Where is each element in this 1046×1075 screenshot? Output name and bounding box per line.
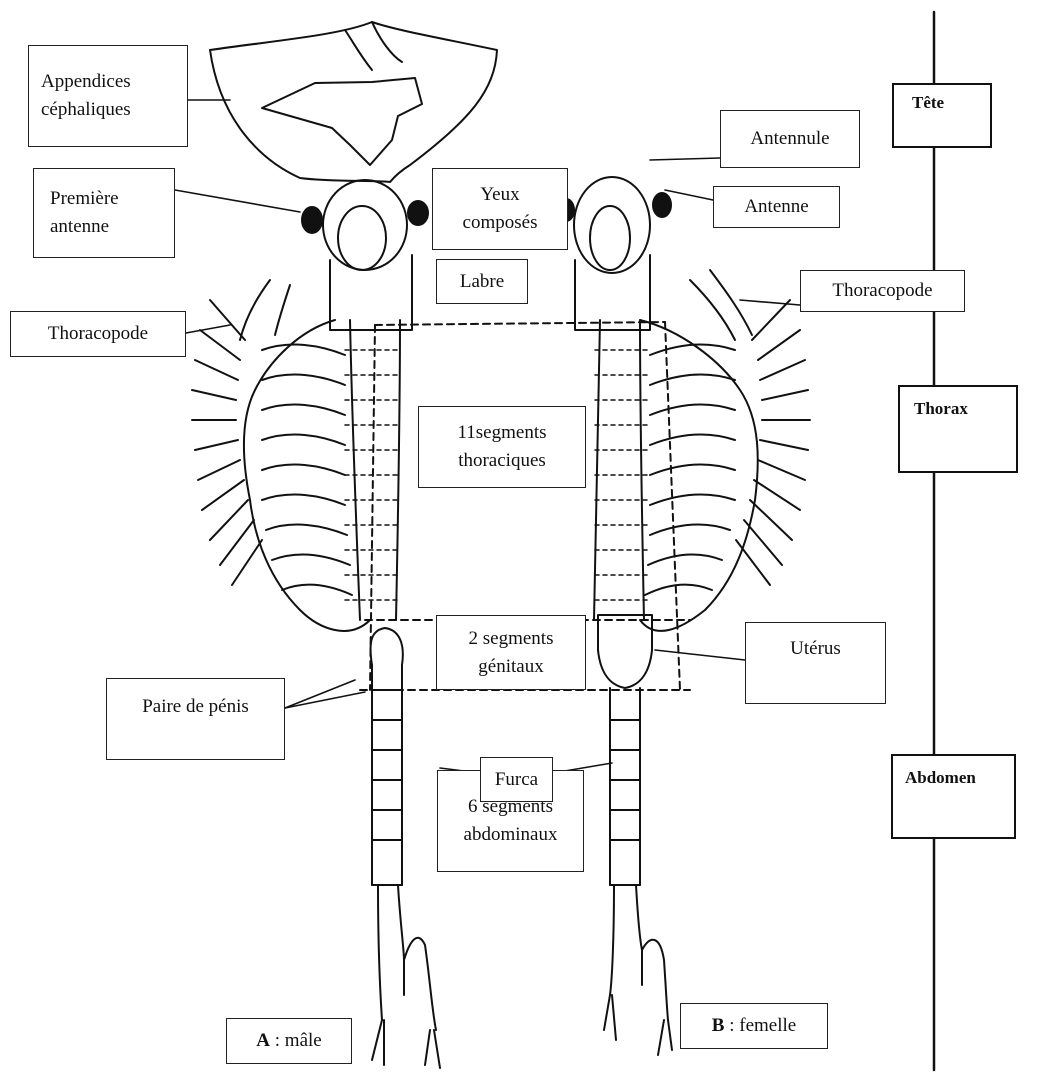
label-appendices-cephaliques: Appendices céphaliques — [28, 45, 188, 147]
specimen-b-text: : femelle — [724, 1015, 796, 1037]
label-antenne: Antenne — [713, 186, 840, 228]
region-abdomen: Abdomen — [891, 754, 1016, 839]
region-abdomen-text: Abdomen — [905, 768, 976, 788]
label-antenne-text: Antenne — [744, 193, 808, 221]
region-thorax-text: Thorax — [914, 399, 968, 419]
label-thoracopode-right-text: Thoracopode — [832, 277, 932, 305]
label-appendices-text: Appendices céphaliques — [41, 68, 131, 123]
left-compound-eye — [302, 207, 322, 233]
specimen-a-label: A : mâle — [226, 1018, 352, 1064]
left-head — [323, 180, 407, 270]
label-yeux-text: Yeux composés — [463, 181, 538, 236]
label-thoracopode-left: Thoracopode — [10, 311, 186, 357]
label-labre: Labre — [436, 259, 528, 304]
label-thoraciques-text: 11segments thoraciques — [457, 419, 546, 474]
label-antennule: Antennule — [720, 110, 860, 168]
label-11-segments-thoraciques: 11segments thoraciques — [418, 406, 586, 488]
specimen-a-body — [192, 180, 440, 1068]
label-thoracopode-right: Thoracopode — [800, 270, 965, 312]
specimen-b-label: B : femelle — [680, 1003, 828, 1049]
label-uterus: Utérus — [745, 622, 886, 704]
label-2-segments-genitaux: 2 segments génitaux — [436, 615, 586, 690]
label-uterus-text: Utérus — [790, 635, 841, 663]
label-labre-text: Labre — [460, 268, 504, 296]
label-antennule-text: Antennule — [750, 125, 829, 153]
label-thoracopode-left-text: Thoracopode — [48, 320, 148, 348]
region-thorax: Thorax — [898, 385, 1018, 473]
label-yeux-composes: Yeux composés — [432, 168, 568, 250]
label-premiere-antenne: Première antenne — [33, 168, 175, 258]
specimen-a-letter: A — [256, 1030, 270, 1052]
right-head — [574, 177, 650, 273]
label-premiere-antenne-text: Première antenne — [50, 185, 119, 240]
label-furca: Furca — [480, 757, 553, 802]
specimen-b-body — [558, 177, 810, 1055]
right-compound-eye — [653, 193, 671, 217]
label-genitaux-text: 2 segments génitaux — [469, 625, 554, 680]
label-paire-de-penis: Paire de pénis — [106, 678, 285, 760]
specimen-a-text: : mâle — [270, 1030, 322, 1052]
cephalic-appendage — [210, 22, 497, 182]
label-penis-text: Paire de pénis — [142, 693, 249, 721]
region-tete-text: Tête — [912, 93, 944, 113]
specimen-b-letter: B — [712, 1015, 725, 1037]
region-tete: Tête — [892, 83, 992, 148]
label-furca-text: Furca — [495, 766, 538, 794]
